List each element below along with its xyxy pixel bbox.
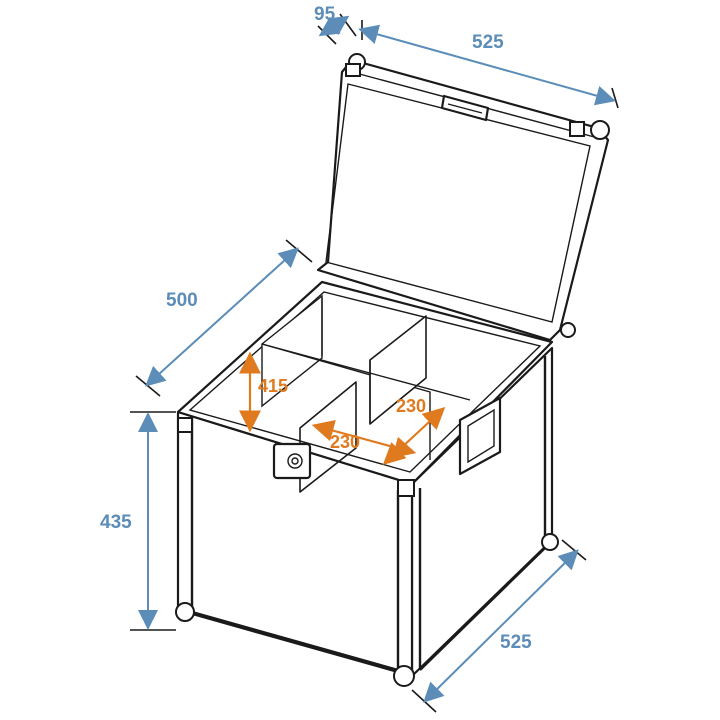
- corner-bottom-front-left: [175, 602, 195, 622]
- corner-top-front-left: [177, 417, 193, 433]
- dim-label-lid-width: 525: [472, 32, 504, 53]
- dimension-lines: 95 525 500 435 525: [100, 4, 619, 713]
- front-latch: [272, 442, 312, 480]
- lid-bracket-left: [345, 63, 361, 77]
- dim-line-lid-depth: [318, 15, 350, 37]
- dim-label-width: 525: [500, 632, 532, 653]
- dim-label-compartment-depth: 230: [396, 396, 426, 416]
- lid-bracket-right: [569, 121, 585, 137]
- inner-dimension-lines: 415 230 230: [239, 351, 446, 465]
- dim-line-lid-width: [358, 24, 616, 106]
- lid-corner-bottom-right: [560, 322, 576, 338]
- side-handle: [458, 396, 502, 476]
- dim-line-width: [423, 549, 579, 703]
- corner-bottom-front-right: [393, 665, 415, 687]
- dim-line-compartment-width: [311, 419, 417, 459]
- dim-line-depth: [145, 247, 299, 387]
- dim-label-depth: 500: [166, 290, 198, 311]
- dim-label-height: 435: [100, 512, 132, 533]
- lid-corner-top-right: [590, 120, 610, 140]
- dim-label-inner-height: 415: [258, 376, 288, 396]
- corner-bottom-back-right: [541, 533, 559, 551]
- corner-top-front-right: [397, 479, 415, 497]
- dim-label-compartment-width: 230: [330, 432, 360, 452]
- dim-label-lid-depth: 95: [314, 4, 336, 25]
